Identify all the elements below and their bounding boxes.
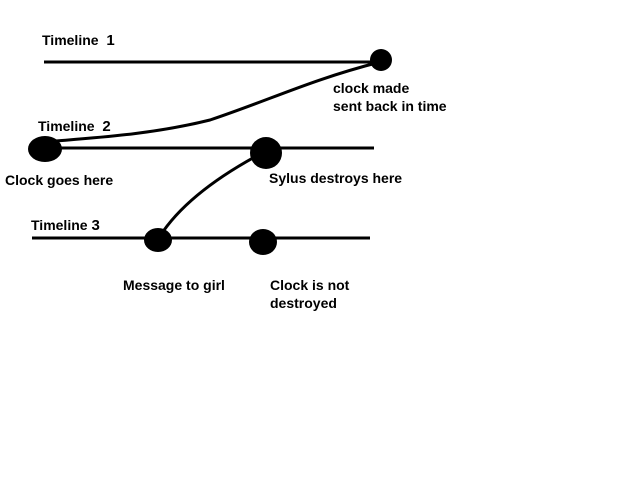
clock-not-destroyed-line-2: destroyed	[270, 295, 337, 311]
timeline-1-label: Timeline 1	[42, 31, 115, 50]
timeline-3-number: 3	[91, 217, 100, 234]
clock-made-label: clock made sent back in time	[333, 79, 447, 115]
timeline-2-label: Timeline 2	[38, 117, 111, 136]
clock-not-destroyed-label: Clock is not destroyed	[270, 276, 349, 312]
clock-not-destroyed-node	[249, 229, 277, 255]
timeline-2-number: 2	[102, 118, 111, 135]
timeline-3-label: Timeline 3	[31, 216, 100, 235]
sylus-destroys-label: Sylus destroys here	[269, 170, 403, 186]
clock-sent-back-curve	[43, 60, 381, 144]
clock-made-node	[370, 49, 392, 71]
clock-made-line-2: sent back in time	[333, 98, 447, 114]
clock-goes-here-label: Clock goes here	[5, 172, 114, 188]
clock-goes-here-node	[28, 136, 62, 162]
timeline-3-title: Timeline	[31, 217, 88, 233]
clock-not-destroyed-line-1: Clock is not	[270, 277, 350, 293]
timeline-1-title: Timeline	[42, 32, 99, 48]
message-to-girl-node	[144, 228, 172, 252]
timeline-1-number: 1	[106, 32, 115, 49]
sylus-destroys-node	[250, 137, 282, 169]
clock-made-line-1: clock made	[333, 80, 410, 96]
message-to-girl-label: Message to girl	[123, 277, 225, 293]
sylus-to-message-curve	[158, 151, 263, 237]
timeline-2-title: Timeline	[38, 118, 95, 134]
